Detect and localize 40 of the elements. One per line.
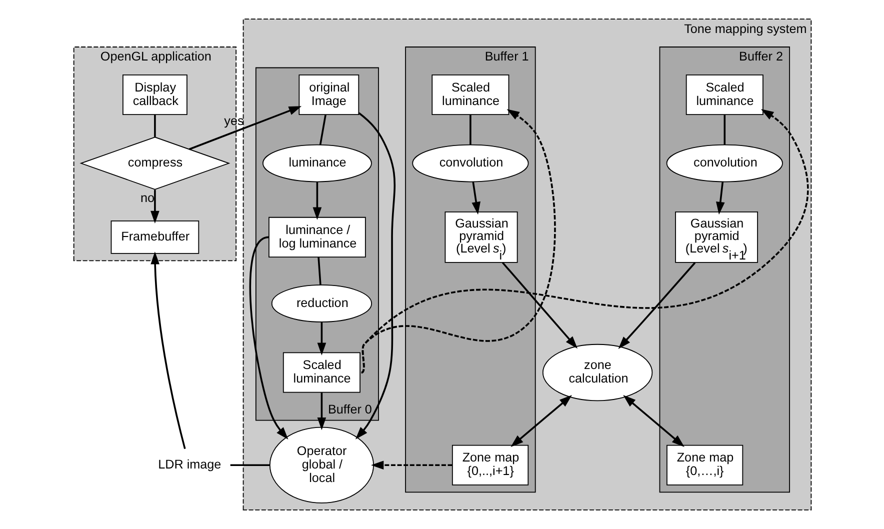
edge-label: no [140,190,154,205]
arrow [618,262,696,349]
arrow [622,395,684,447]
connector [723,114,726,145]
arrow [150,190,159,224]
arrow [716,182,724,215]
node-ellipse: convolution [412,144,528,182]
connector [317,257,321,285]
node-box: Zone map {0,…,i} [666,444,743,486]
connector [469,114,471,145]
arrow [501,262,578,349]
node-box: Scaled luminance [685,74,763,116]
node-diamond: compress [79,136,230,190]
connector [230,464,270,466]
arrow [360,109,556,374]
node-box: Framebuffer [110,220,199,254]
node-box: Scaled luminance [431,74,509,116]
arrow [188,106,302,150]
arrow [510,395,572,447]
node-box: Scaled luminance [282,352,360,393]
node-text: LDR image [158,457,221,472]
node-box: luminance / log luminance [268,216,366,258]
arrow [312,182,322,220]
arrow [360,109,808,373]
node-ellipse: zone calculation [542,344,652,402]
node-ellipse: luminance [262,144,372,182]
arrow [471,182,480,215]
node-box: original Image [298,74,359,116]
arrow [354,112,395,440]
node-box: Zone map {0,..,i+1} [451,444,528,486]
arrow [316,392,326,430]
node-box: Display callback [122,74,187,116]
arrow [248,236,288,440]
node-ellipse: reduction [270,284,372,322]
connector [154,114,156,137]
arrow [316,322,326,356]
connector [318,114,326,145]
arrow [370,460,452,470]
node-ellipse: convolution [666,144,782,182]
arrow [150,252,186,450]
